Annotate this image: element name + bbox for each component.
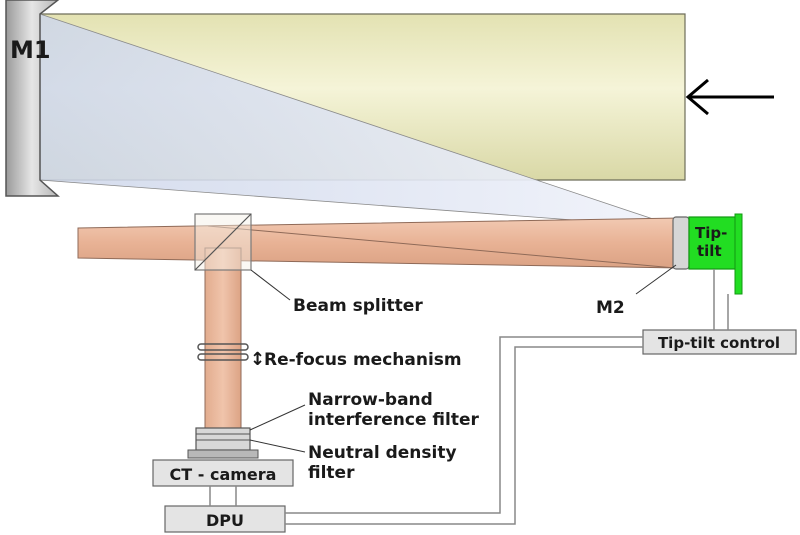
m1-label: M1 — [10, 36, 51, 64]
m2-mirror — [672, 216, 690, 270]
narrow-band-leader — [249, 404, 306, 431]
left-arrow-icon — [685, 78, 774, 116]
tiptilt-control-cable — [713, 269, 729, 330]
refocus-rings — [197, 343, 249, 361]
camera-dpu-cable — [209, 486, 237, 506]
neutral-density-label-line1: Neutral density — [308, 443, 457, 463]
ct-camera-label: CT - camera — [170, 465, 277, 484]
narrow-band-label-line2: interference filter — [308, 410, 480, 430]
dpu-control-cable — [285, 336, 643, 525]
m1-mirror — [5, 0, 60, 197]
refocus-label: Re-focus mechanism — [264, 350, 462, 370]
narrow-band-label-line1: Narrow-band — [308, 390, 433, 410]
tip-tilt-label-line2: tilt — [697, 242, 722, 260]
vertical-beam — [204, 247, 242, 429]
neutral-density-leader — [249, 439, 306, 453]
tip-tilt-stage — [688, 216, 740, 270]
tip-tilt-control-box — [642, 329, 797, 355]
tip-tilt-label-line1: Tip- — [695, 224, 727, 242]
dpu-box — [164, 505, 286, 533]
tip-tilt-bracket — [734, 213, 743, 295]
m2-leader — [635, 264, 677, 295]
neutral-density-label-line2: filter — [308, 463, 355, 483]
tip-tilt-control-label: Tip-tilt control — [658, 334, 780, 352]
ct-camera-box — [152, 459, 294, 487]
beam-reflection-line — [207, 225, 676, 269]
beam-splitter-label: Beam splitter — [293, 296, 423, 316]
refocus-arrow-icon: ↕ — [250, 349, 265, 370]
beam-splitter-diagonal — [194, 213, 252, 271]
dpu-label: DPU — [206, 511, 244, 530]
beam-splitter-leader — [250, 269, 291, 301]
m2-label: M2 — [596, 298, 625, 318]
filter-stack — [187, 427, 259, 459]
